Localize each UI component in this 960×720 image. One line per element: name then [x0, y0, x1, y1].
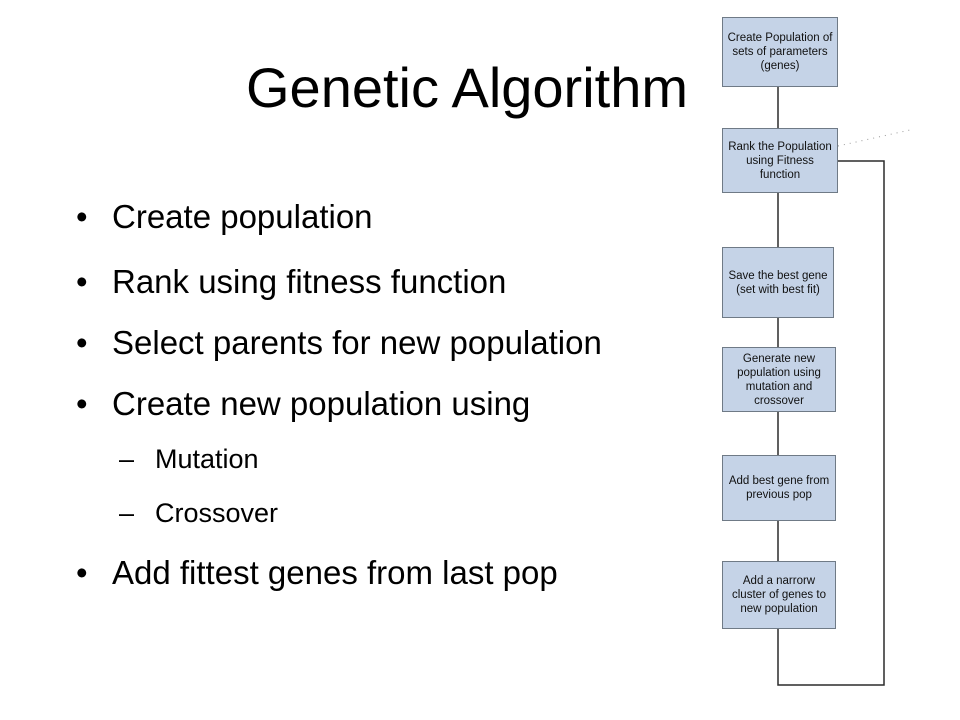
bullet-marker: •: [76, 263, 88, 300]
bullet-text: Select parents for new population: [112, 324, 602, 361]
bullet-marker: •: [76, 198, 88, 235]
bullet-item: • Create population: [76, 198, 373, 235]
dotted-annotation-line: [837, 129, 911, 147]
sub-bullet-marker: –: [119, 444, 135, 474]
flowchart-box-create-population: Create Population of sets of parameters …: [722, 17, 838, 87]
bullet-text: Rank using fitness function: [112, 263, 507, 300]
sub-bullet-item: – Mutation: [119, 444, 259, 474]
flowchart-box-generate-population: Generate new population using mutation a…: [722, 347, 836, 412]
bullet-text: Create population: [112, 198, 373, 235]
bullet-marker: •: [76, 554, 88, 591]
bullet-item: • Select parents for new population: [76, 324, 602, 361]
bullet-item: • Add fittest genes from last pop: [76, 554, 558, 591]
loop-back-line: [777, 160, 885, 686]
slide-title: Genetic Algorithm: [246, 56, 688, 119]
bullet-item: • Create new population using: [76, 385, 531, 422]
sub-bullet-text: Mutation: [155, 444, 259, 474]
bullet-marker: •: [76, 324, 88, 361]
bullet-item: • Rank using fitness function: [76, 263, 507, 300]
flowchart-box-add-best-gene: Add best gene from previous pop: [722, 455, 836, 521]
bullet-text: Create new population using: [112, 385, 531, 422]
bullet-marker: •: [76, 385, 88, 422]
sub-bullet-marker: –: [119, 498, 135, 528]
flowchart-box-save-best-gene: Save the best gene (set with best fit): [722, 247, 834, 318]
sub-bullet-text: Crossover: [155, 498, 279, 528]
bullet-text: Add fittest genes from last pop: [112, 554, 558, 591]
flowchart-box-add-cluster: Add a narrorw cluster of genes to new po…: [722, 561, 836, 629]
flowchart-box-rank-population: Rank the Population using Fitness functi…: [722, 128, 838, 193]
sub-bullet-item: – Crossover: [119, 498, 279, 528]
